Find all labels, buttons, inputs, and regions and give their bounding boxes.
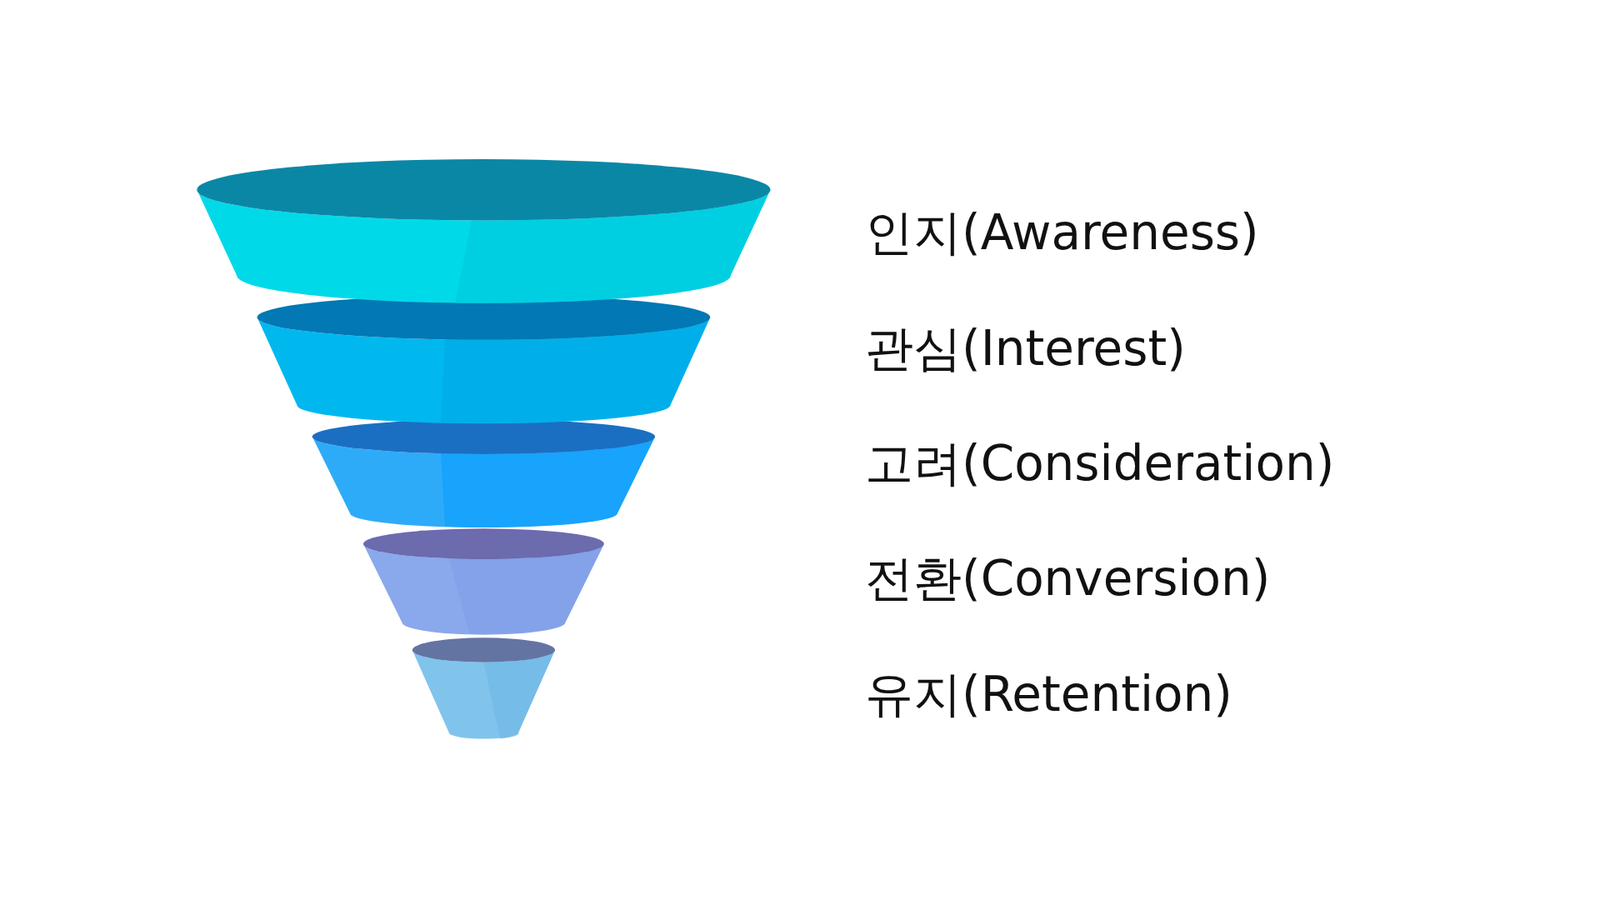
stage-label: 전환(Conversion) bbox=[865, 550, 1270, 607]
stage-label: 고려(Consideration) bbox=[865, 435, 1335, 492]
funnel-band bbox=[363, 528, 605, 635]
band-top bbox=[363, 528, 605, 560]
band-body bbox=[412, 650, 555, 740]
funnel-band bbox=[412, 637, 555, 739]
funnel-band bbox=[196, 159, 770, 304]
band-top bbox=[312, 419, 655, 455]
band-top bbox=[412, 637, 555, 662]
band-shade bbox=[483, 650, 555, 740]
funnel-band bbox=[257, 295, 711, 424]
stage-label: 인지(Awareness) bbox=[865, 205, 1260, 261]
stage-label: 관심(Interest) bbox=[865, 320, 1186, 377]
funnel-band bbox=[312, 419, 655, 528]
stage-label: 유지(Retention) bbox=[865, 666, 1233, 723]
band-top bbox=[196, 159, 770, 220]
